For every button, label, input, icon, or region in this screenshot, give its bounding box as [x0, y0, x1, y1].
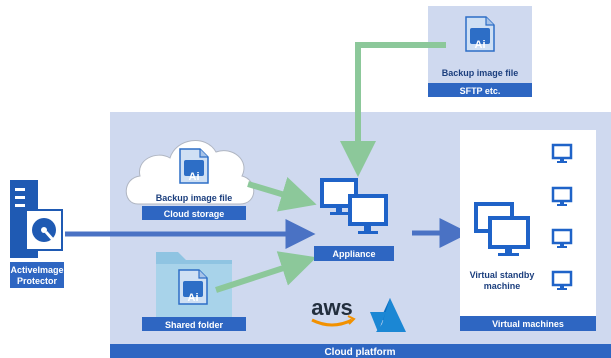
sftp-box: Ai Backup image file SFTP etc. [428, 6, 532, 97]
cloud-file-label: Backup image file [156, 193, 233, 203]
arrow-sftp-to-appliance [340, 42, 446, 177]
cloud-storage-caption: Cloud storage [164, 209, 225, 219]
cloud-platform-bar [110, 344, 611, 358]
file-icon-text: Ai [188, 292, 199, 304]
virtual-machines: Virtual standby machine Virtual machines [460, 130, 596, 331]
protector-label-2: Protector [17, 276, 58, 286]
file-icon-text: Ai [189, 171, 200, 183]
monitor-icon [348, 194, 388, 234]
aws-logo: aws [311, 295, 356, 327]
sftp-file-label: Backup image file [442, 68, 519, 78]
monitor-icon [488, 216, 530, 256]
cloud-platform-label: Cloud platform [324, 347, 395, 358]
sftp-caption: SFTP etc. [460, 86, 501, 96]
protector-label-1: ActiveImage [10, 265, 63, 275]
arrow-cloud-to-appliance [247, 177, 317, 212]
appliance-caption: Appliance [332, 249, 375, 259]
virtual-machines-caption: Virtual machines [492, 319, 564, 329]
file-icon-text: Ai [475, 39, 486, 51]
activeimage-protector: ActiveImage Protector [10, 180, 64, 288]
cloud-storage: Ai Backup image file Cloud storage [125, 140, 255, 220]
appliance: Appliance [314, 178, 394, 261]
aws-logo-text: aws [311, 295, 353, 320]
shared-folder: Ai Shared folder [142, 252, 246, 331]
standby-label-1: Virtual standby [470, 270, 535, 280]
azure-logo [370, 298, 406, 332]
arrow-folder-to-appliance [215, 251, 317, 293]
standby-label-2: machine [484, 281, 521, 291]
shared-folder-caption: Shared folder [165, 320, 224, 330]
